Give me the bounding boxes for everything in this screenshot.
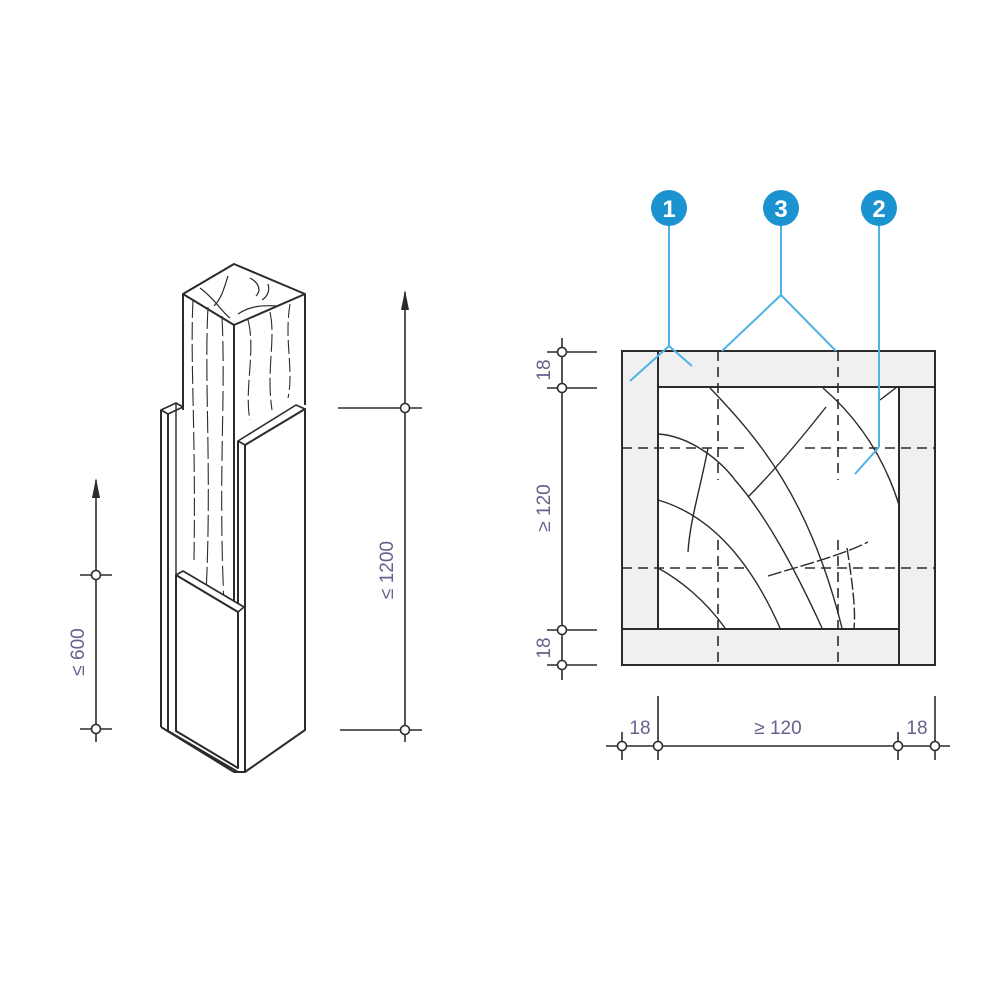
section-plan: [621, 350, 936, 666]
dimension-600: [80, 478, 112, 742]
callout-3: 3: [763, 190, 799, 226]
timber-core: [657, 386, 900, 630]
callout-label-3: 3: [774, 196, 787, 223]
callout-1: 1: [651, 190, 687, 226]
dimension-1200: [338, 290, 422, 742]
dim-vertical-bottom-board: 18: [534, 637, 555, 658]
dim-vertical-core: ≥ 120: [534, 484, 555, 531]
post-top-face: [182, 263, 306, 326]
callout-label-1: 1: [662, 196, 675, 223]
left-cladding-face: [175, 574, 239, 769]
right-cladding-face: [244, 408, 306, 773]
dim-horizontal-core: ≥ 120: [754, 718, 801, 739]
callout-label-2: 2: [872, 196, 885, 223]
callout-2: 2: [861, 190, 897, 226]
section-horizontal-dimension: [606, 696, 950, 760]
board-left: [621, 350, 659, 630]
board-right: [898, 386, 936, 666]
dim-horizontal-right-board: 18: [906, 718, 927, 739]
dimension-label-600: ≤ 600: [68, 628, 89, 675]
isometric-post: [160, 263, 306, 773]
board-top: [657, 350, 936, 388]
callout-leaders: [629, 222, 880, 475]
board-bottom: [621, 628, 900, 666]
dim-vertical-top-board: 18: [534, 359, 555, 380]
dim-horizontal-left-board: 18: [629, 718, 650, 739]
dimension-label-1200: ≤ 1200: [377, 541, 398, 599]
section-vertical-dimension: [547, 338, 597, 680]
